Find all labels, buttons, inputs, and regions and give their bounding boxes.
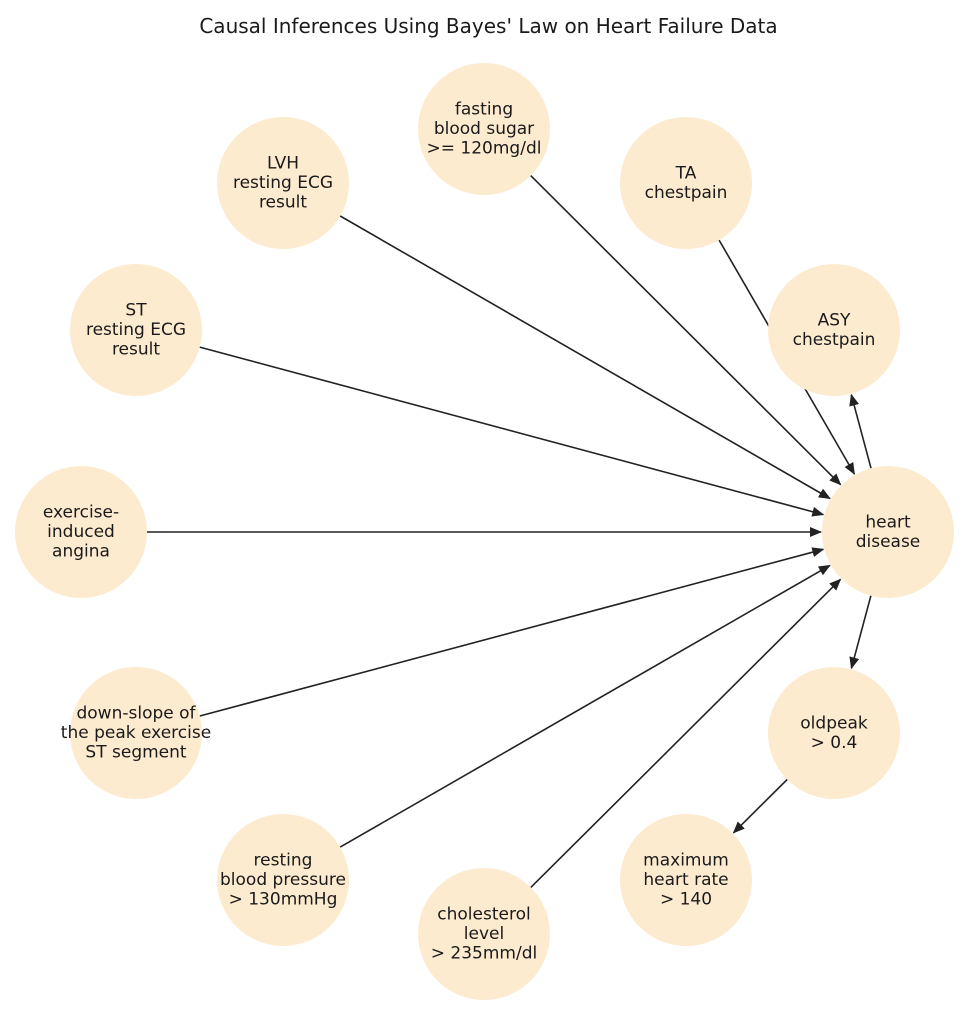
- node-label-line: level: [464, 924, 504, 944]
- diagram-title: Causal Inferences Using Bayes' Law on He…: [199, 14, 778, 38]
- node-label-line: resting ECG: [233, 173, 333, 193]
- node-circle: [418, 63, 550, 195]
- node-label-line: induced: [47, 522, 115, 542]
- node-label-line: result: [112, 340, 160, 360]
- node-circle: [70, 264, 202, 396]
- node-label-line: cholesterol: [437, 905, 530, 925]
- node-label-line: oldpeak: [800, 713, 868, 733]
- edge-heart-disease-to-asy-chestpain: [849, 393, 872, 469]
- node-label-line: the peak exercise: [61, 723, 211, 743]
- edge-heart-disease-to-oldpeak: [849, 595, 872, 670]
- node-circle: [822, 466, 954, 598]
- node-label-line: chestpain: [793, 330, 876, 350]
- node-circle: [768, 667, 900, 799]
- node-label-line: ASY: [818, 310, 851, 330]
- node-label-line: > 130mmHg: [229, 890, 338, 910]
- node-label-line: ST: [125, 301, 147, 321]
- node-circle: [418, 868, 550, 1000]
- node-label-line: resting: [254, 851, 313, 871]
- node-label-line: >= 120mg/dl: [427, 139, 542, 159]
- edge-down-slope-st-to-heart-disease: [199, 547, 825, 717]
- node-label-line: fasting: [455, 100, 513, 120]
- node-label-line: heart: [865, 512, 911, 532]
- node-circle: [15, 466, 147, 598]
- node-label-line: > 140: [660, 890, 712, 910]
- node-circle: [620, 117, 752, 249]
- edges-layer: [147, 175, 872, 888]
- node-label-line: heart rate: [643, 870, 728, 890]
- node-label: oldpeak> 0.4: [800, 713, 868, 753]
- node-label-line: > 235mm/dl: [431, 944, 537, 964]
- node-label-line: angina: [52, 542, 110, 562]
- node-label-line: exercise-: [43, 503, 119, 523]
- node-label-line: blood sugar: [434, 119, 534, 139]
- edge-lvh-resting-ecg-to-heart-disease: [339, 215, 831, 500]
- edge-oldpeak-to-max-heart-rate: [732, 778, 788, 834]
- edge-st-resting-ecg-to-heart-disease: [199, 346, 825, 517]
- node-circle: [768, 264, 900, 396]
- edge-cholesterol-level-to-heart-disease: [530, 578, 842, 888]
- node-label-line: down-slope of: [76, 704, 196, 724]
- node-label-line: disease: [856, 532, 921, 552]
- node-label-line: ST segment: [85, 743, 186, 763]
- node-label-line: chestpain: [645, 183, 728, 203]
- node-oldpeak: oldpeak> 0.4: [768, 667, 900, 799]
- node-label-line: blood pressure: [220, 870, 346, 890]
- node-label-line: LVH: [267, 154, 299, 174]
- node-circle: [217, 117, 349, 249]
- node-circle: [217, 814, 349, 946]
- node-label-line: result: [259, 193, 307, 213]
- node-circle: [620, 814, 752, 946]
- node-label-line: > 0.4: [811, 733, 858, 753]
- node-label-line: resting ECG: [86, 320, 186, 340]
- node-label-line: TA: [675, 163, 697, 183]
- node-label-line: maximum: [643, 851, 729, 871]
- node-circle: [70, 667, 202, 799]
- edge-fasting-blood-sugar-to-heart-disease: [530, 175, 842, 486]
- edge-resting-blood-pressure-to-heart-disease: [339, 564, 831, 848]
